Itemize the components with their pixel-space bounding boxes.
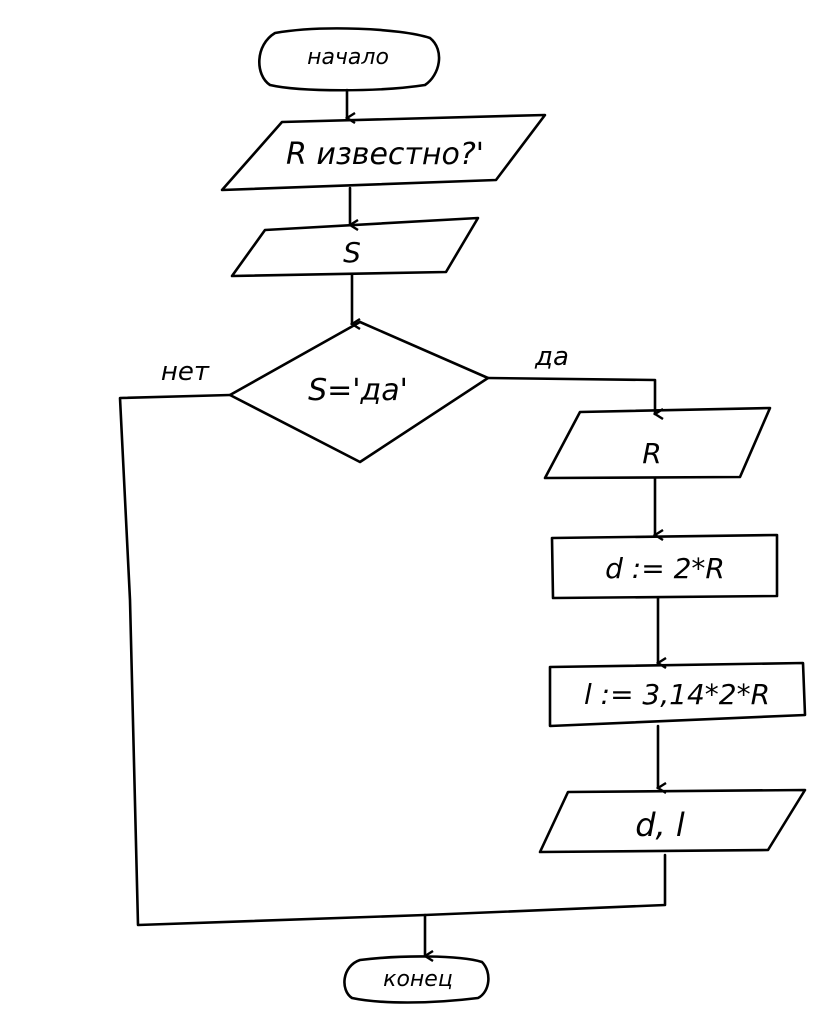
branch-yes-label: да	[534, 342, 569, 372]
end-terminator	[343, 955, 490, 1004]
output-parallelogram	[538, 788, 807, 854]
branch-no-label: нет	[161, 357, 210, 387]
input-r-label: R	[642, 437, 661, 470]
prompt-parallelogram	[220, 113, 547, 192]
decision-diamond	[228, 320, 490, 464]
input-r-parallelogram	[543, 406, 772, 480]
prompt-label: R известно?'	[286, 137, 484, 172]
calc-d-process	[550, 533, 779, 600]
calc-l-process	[548, 661, 807, 728]
calc-l-label: l := 3,14*2*R	[584, 678, 770, 711]
decision-label: S='да'	[308, 373, 408, 408]
start-terminator	[258, 27, 441, 92]
output-label: d, l	[635, 806, 685, 844]
input-s-parallelogram	[230, 216, 480, 278]
start-label: начало	[307, 45, 389, 70]
calc-d-label: d := 2*R	[605, 552, 725, 585]
no-branch-line	[118, 393, 667, 927]
input-s-label: S	[343, 236, 361, 269]
yes-branch-arrow	[486, 376, 655, 414]
end-label: конец	[383, 967, 453, 992]
